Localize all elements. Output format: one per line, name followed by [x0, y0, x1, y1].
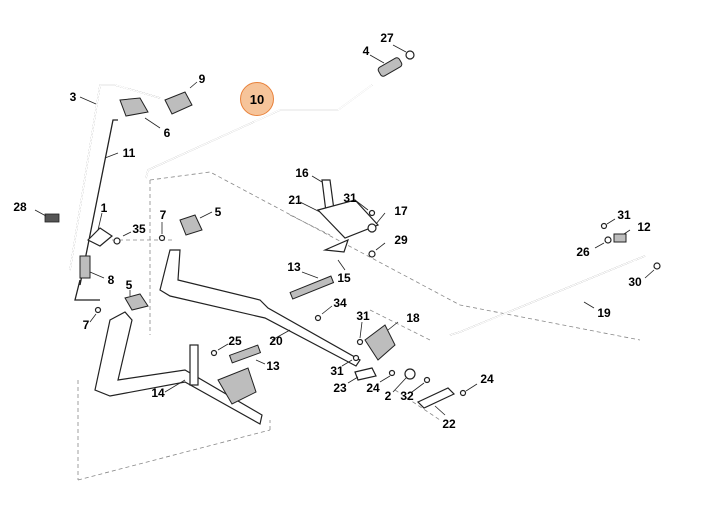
part-23-link	[347, 367, 377, 384]
callout-26[interactable]: 26	[576, 245, 590, 259]
assembly-dashed-outline	[77, 171, 641, 481]
part-31-bolt-b	[356, 321, 364, 346]
part-31-bolt-a	[354, 199, 376, 217]
part-12-bushing	[613, 229, 631, 243]
callout-16[interactable]: 16	[295, 166, 309, 180]
callout-35[interactable]: 35	[132, 222, 146, 236]
callout-28[interactable]: 28	[13, 200, 27, 214]
callout-18[interactable]: 18	[406, 311, 420, 325]
callout-32[interactable]: 32	[400, 389, 414, 403]
callout-13-upper[interactable]: 13	[287, 260, 301, 274]
part-10-rod	[145, 84, 373, 179]
part-20-main-lever	[159, 249, 361, 367]
part-26-washer	[594, 236, 612, 249]
part-3-handle	[69, 84, 161, 271]
callout-34[interactable]: 34	[333, 296, 347, 310]
callout-12[interactable]: 12	[637, 220, 651, 234]
callout-31-a[interactable]: 31	[343, 191, 357, 205]
part-27-nut	[392, 44, 415, 60]
part-9-knob	[164, 81, 198, 115]
callout-22[interactable]: 22	[442, 417, 456, 431]
part-15-link	[322, 238, 349, 271]
part-24-pin-right	[459, 383, 478, 397]
part-35-washer	[113, 231, 132, 245]
part-13-spring-lower	[228, 344, 266, 365]
callout-15[interactable]: 15	[337, 271, 351, 285]
part-8-spring	[74, 255, 105, 301]
part-31-bolt-c	[341, 354, 360, 367]
part-24-pin-left	[379, 369, 396, 383]
part-7-pin-lower	[89, 306, 102, 323]
callout-25[interactable]: 25	[228, 334, 242, 348]
callout-24-left[interactable]: 24	[366, 381, 380, 395]
callout-3[interactable]: 3	[69, 90, 77, 104]
part-34-pin	[314, 305, 333, 322]
callout-4[interactable]: 4	[362, 44, 370, 58]
part-21-plate	[299, 199, 380, 239]
callout-29[interactable]: 29	[394, 233, 408, 247]
callout-31-right[interactable]: 31	[617, 208, 631, 222]
callout-7-upper[interactable]: 7	[159, 208, 167, 222]
part-5-clip-upper	[179, 211, 213, 236]
part-25-pin	[210, 343, 229, 357]
callout-21[interactable]: 21	[288, 193, 302, 207]
part-18-plate	[364, 321, 399, 361]
callout-24-right[interactable]: 24	[480, 372, 494, 386]
callout-19[interactable]: 19	[597, 306, 611, 320]
callout-7-lower[interactable]: 7	[82, 318, 90, 332]
part-1-lever	[86, 212, 114, 247]
callout-31-b[interactable]: 31	[356, 309, 370, 323]
callout-14[interactable]: 14	[151, 386, 165, 400]
callout-highlight-10[interactable]: 10	[240, 82, 274, 116]
part-7-pin-upper	[158, 222, 166, 242]
callout-5-lower[interactable]: 5	[125, 278, 133, 292]
callout-13-lower[interactable]: 13	[266, 359, 280, 373]
callout-label-10: 10	[249, 91, 265, 107]
callout-23[interactable]: 23	[333, 381, 347, 395]
part-19-rod	[449, 255, 646, 336]
part-17-nut	[367, 212, 386, 233]
callout-30[interactable]: 30	[628, 275, 642, 289]
part-14-lower-frame	[94, 311, 263, 425]
part-22-lever	[416, 387, 456, 416]
part-30-nut	[644, 262, 661, 279]
callout-27[interactable]: 27	[380, 31, 394, 45]
callout-20[interactable]: 20	[269, 334, 283, 348]
callout-11[interactable]: 11	[122, 146, 136, 160]
callout-5-upper[interactable]: 5	[214, 205, 222, 219]
callout-6[interactable]: 6	[163, 126, 171, 140]
callout-31-c[interactable]: 31	[330, 364, 344, 378]
callout-17[interactable]: 17	[394, 204, 408, 218]
callout-2[interactable]: 2	[384, 389, 392, 403]
part-lower-bracket	[217, 367, 257, 405]
part-29-screw	[368, 242, 386, 258]
callout-1[interactable]: 1	[100, 201, 108, 215]
callout-8[interactable]: 8	[107, 273, 115, 287]
callout-9[interactable]: 9	[198, 72, 206, 86]
part-2-washer	[392, 368, 416, 393]
part-13-spring-upper	[289, 271, 335, 300]
part-32-clip	[411, 376, 431, 393]
part-31-bolt-right	[600, 218, 616, 230]
part-4-spring	[369, 54, 403, 77]
part-6-bracket	[119, 97, 161, 129]
part-28-bolt	[34, 209, 60, 223]
part-11-cable	[79, 119, 119, 286]
part-5-clip-lower	[124, 290, 149, 311]
